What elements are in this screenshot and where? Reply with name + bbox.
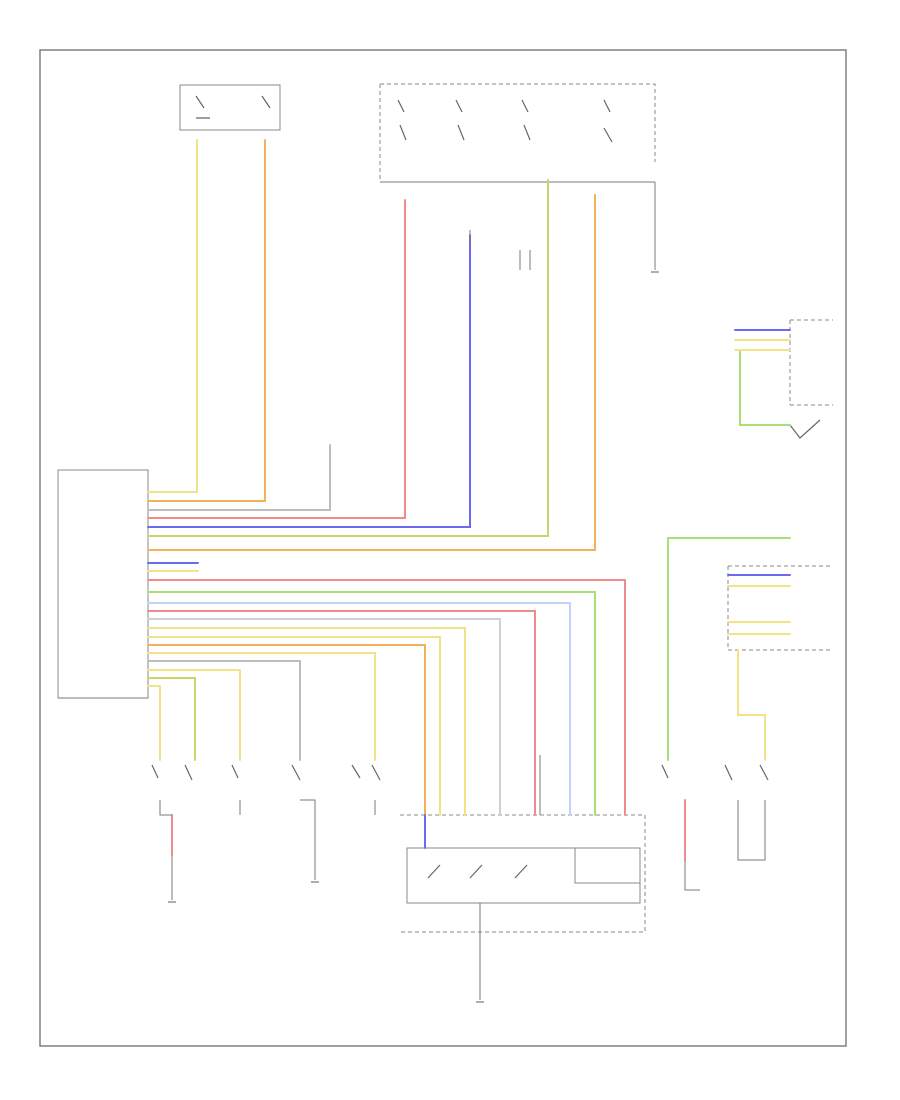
wire-yellow-1: [147, 139, 198, 493]
wire-green-1: [147, 591, 596, 816]
wire-green-3: [667, 537, 791, 761]
wire-red-3: [147, 610, 536, 816]
wire-gray-2: [147, 618, 501, 816]
wire-red-2: [147, 579, 626, 816]
right-middle-box: [727, 565, 833, 651]
wire-blue-1: [147, 234, 471, 528]
wire-olive-2: [147, 677, 196, 761]
wire-red-1: [147, 199, 406, 519]
wire-group: [147, 139, 791, 861]
bottom-switch-row: [151, 764, 769, 781]
diagram-border: [39, 49, 847, 1047]
wire-yellow-3: [147, 627, 466, 816]
relay-box-top-left: [179, 84, 281, 131]
wire-yellow-5: [147, 652, 376, 761]
wire-green-2: [739, 349, 791, 426]
wire-yellow-4: [147, 636, 441, 816]
control-module-connector: [57, 469, 149, 699]
wire-yellow-7: [147, 685, 161, 761]
steering-switch-box: [379, 83, 656, 183]
wire-orange-3: [147, 644, 426, 816]
ground-wires: [159, 182, 766, 1003]
wire-yellow-6: [147, 669, 241, 761]
wire-olive-1: [147, 179, 549, 537]
wire-gray-1: [147, 444, 331, 511]
right-upper-box: [789, 319, 833, 439]
bottom-control-unit: [400, 814, 646, 933]
wire-lightblue-1: [147, 602, 571, 816]
wire-orange-2: [147, 194, 596, 551]
wire-gray-3: [147, 660, 301, 761]
wire-orange-1: [147, 139, 266, 502]
wire-yellow-13: [737, 649, 766, 761]
